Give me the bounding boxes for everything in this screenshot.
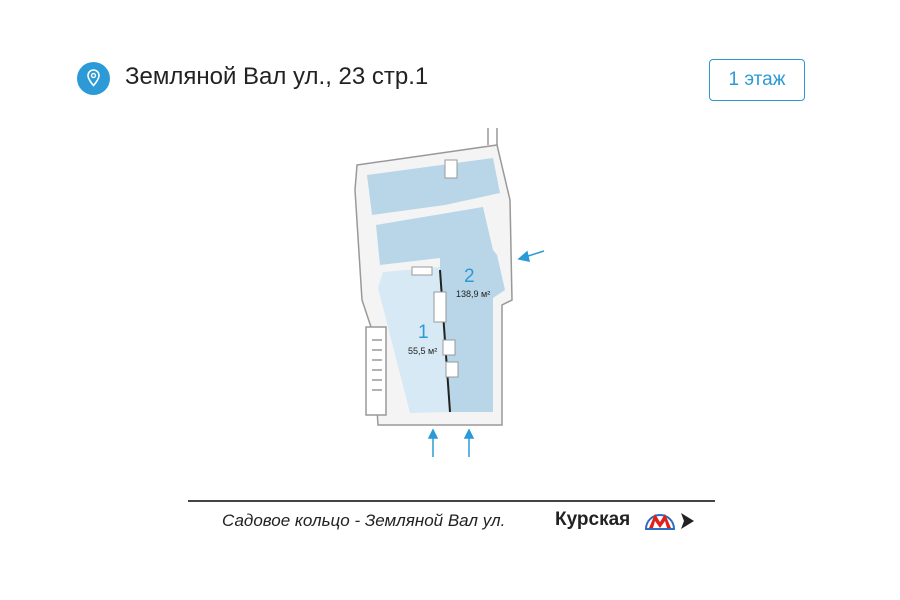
floor-selector-button[interactable]: 1 этаж (709, 59, 805, 101)
room-1[interactable] (378, 267, 450, 413)
room-2-top[interactable] (367, 158, 500, 215)
street-label: Садовое кольцо - Земляной Вал ул. (222, 511, 506, 530)
address-title: Земляной Вал ул., 23 стр.1 (125, 63, 429, 90)
metro-m-icon (644, 514, 676, 530)
room-1-area: 55,5 м² (408, 346, 437, 356)
room-2-number: 2 (464, 266, 475, 287)
room-1-number: 1 (418, 322, 429, 343)
room-2[interactable] (376, 207, 505, 412)
location-pin-icon (77, 62, 110, 95)
arrow-right-icon (681, 513, 694, 529)
street-line (188, 500, 715, 502)
room-2-area: 138,9 м² (456, 289, 490, 299)
metro-station-label: Курская (555, 509, 631, 530)
